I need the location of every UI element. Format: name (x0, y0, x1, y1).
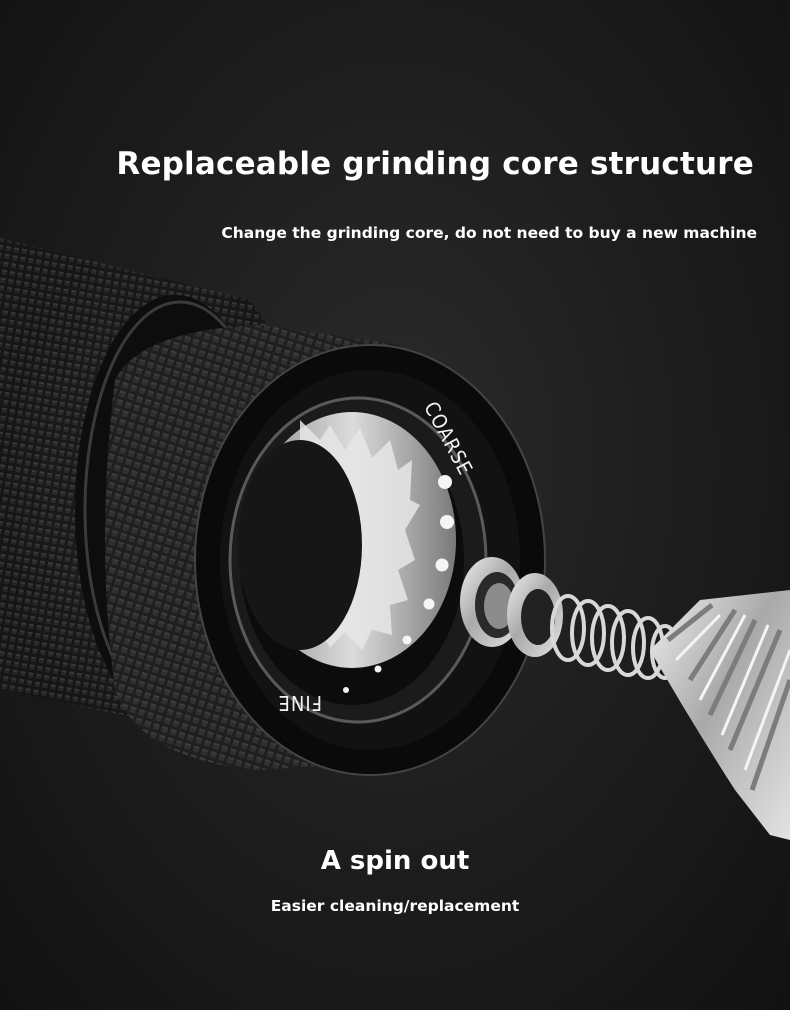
feature-subtitle: Easier cleaning/replacement (270, 897, 520, 915)
conical-burr (650, 590, 790, 840)
feature-title: A spin out (320, 846, 470, 876)
fine-label: FINE (278, 691, 322, 715)
subheadline: Change the grinding core, do not need to… (221, 224, 757, 242)
washer (507, 573, 563, 657)
headline: Replaceable grinding core structure (116, 146, 754, 182)
dial-dots (343, 475, 454, 693)
outer-burr (238, 412, 456, 668)
grind-dial: COARSE FINE (194, 344, 546, 776)
